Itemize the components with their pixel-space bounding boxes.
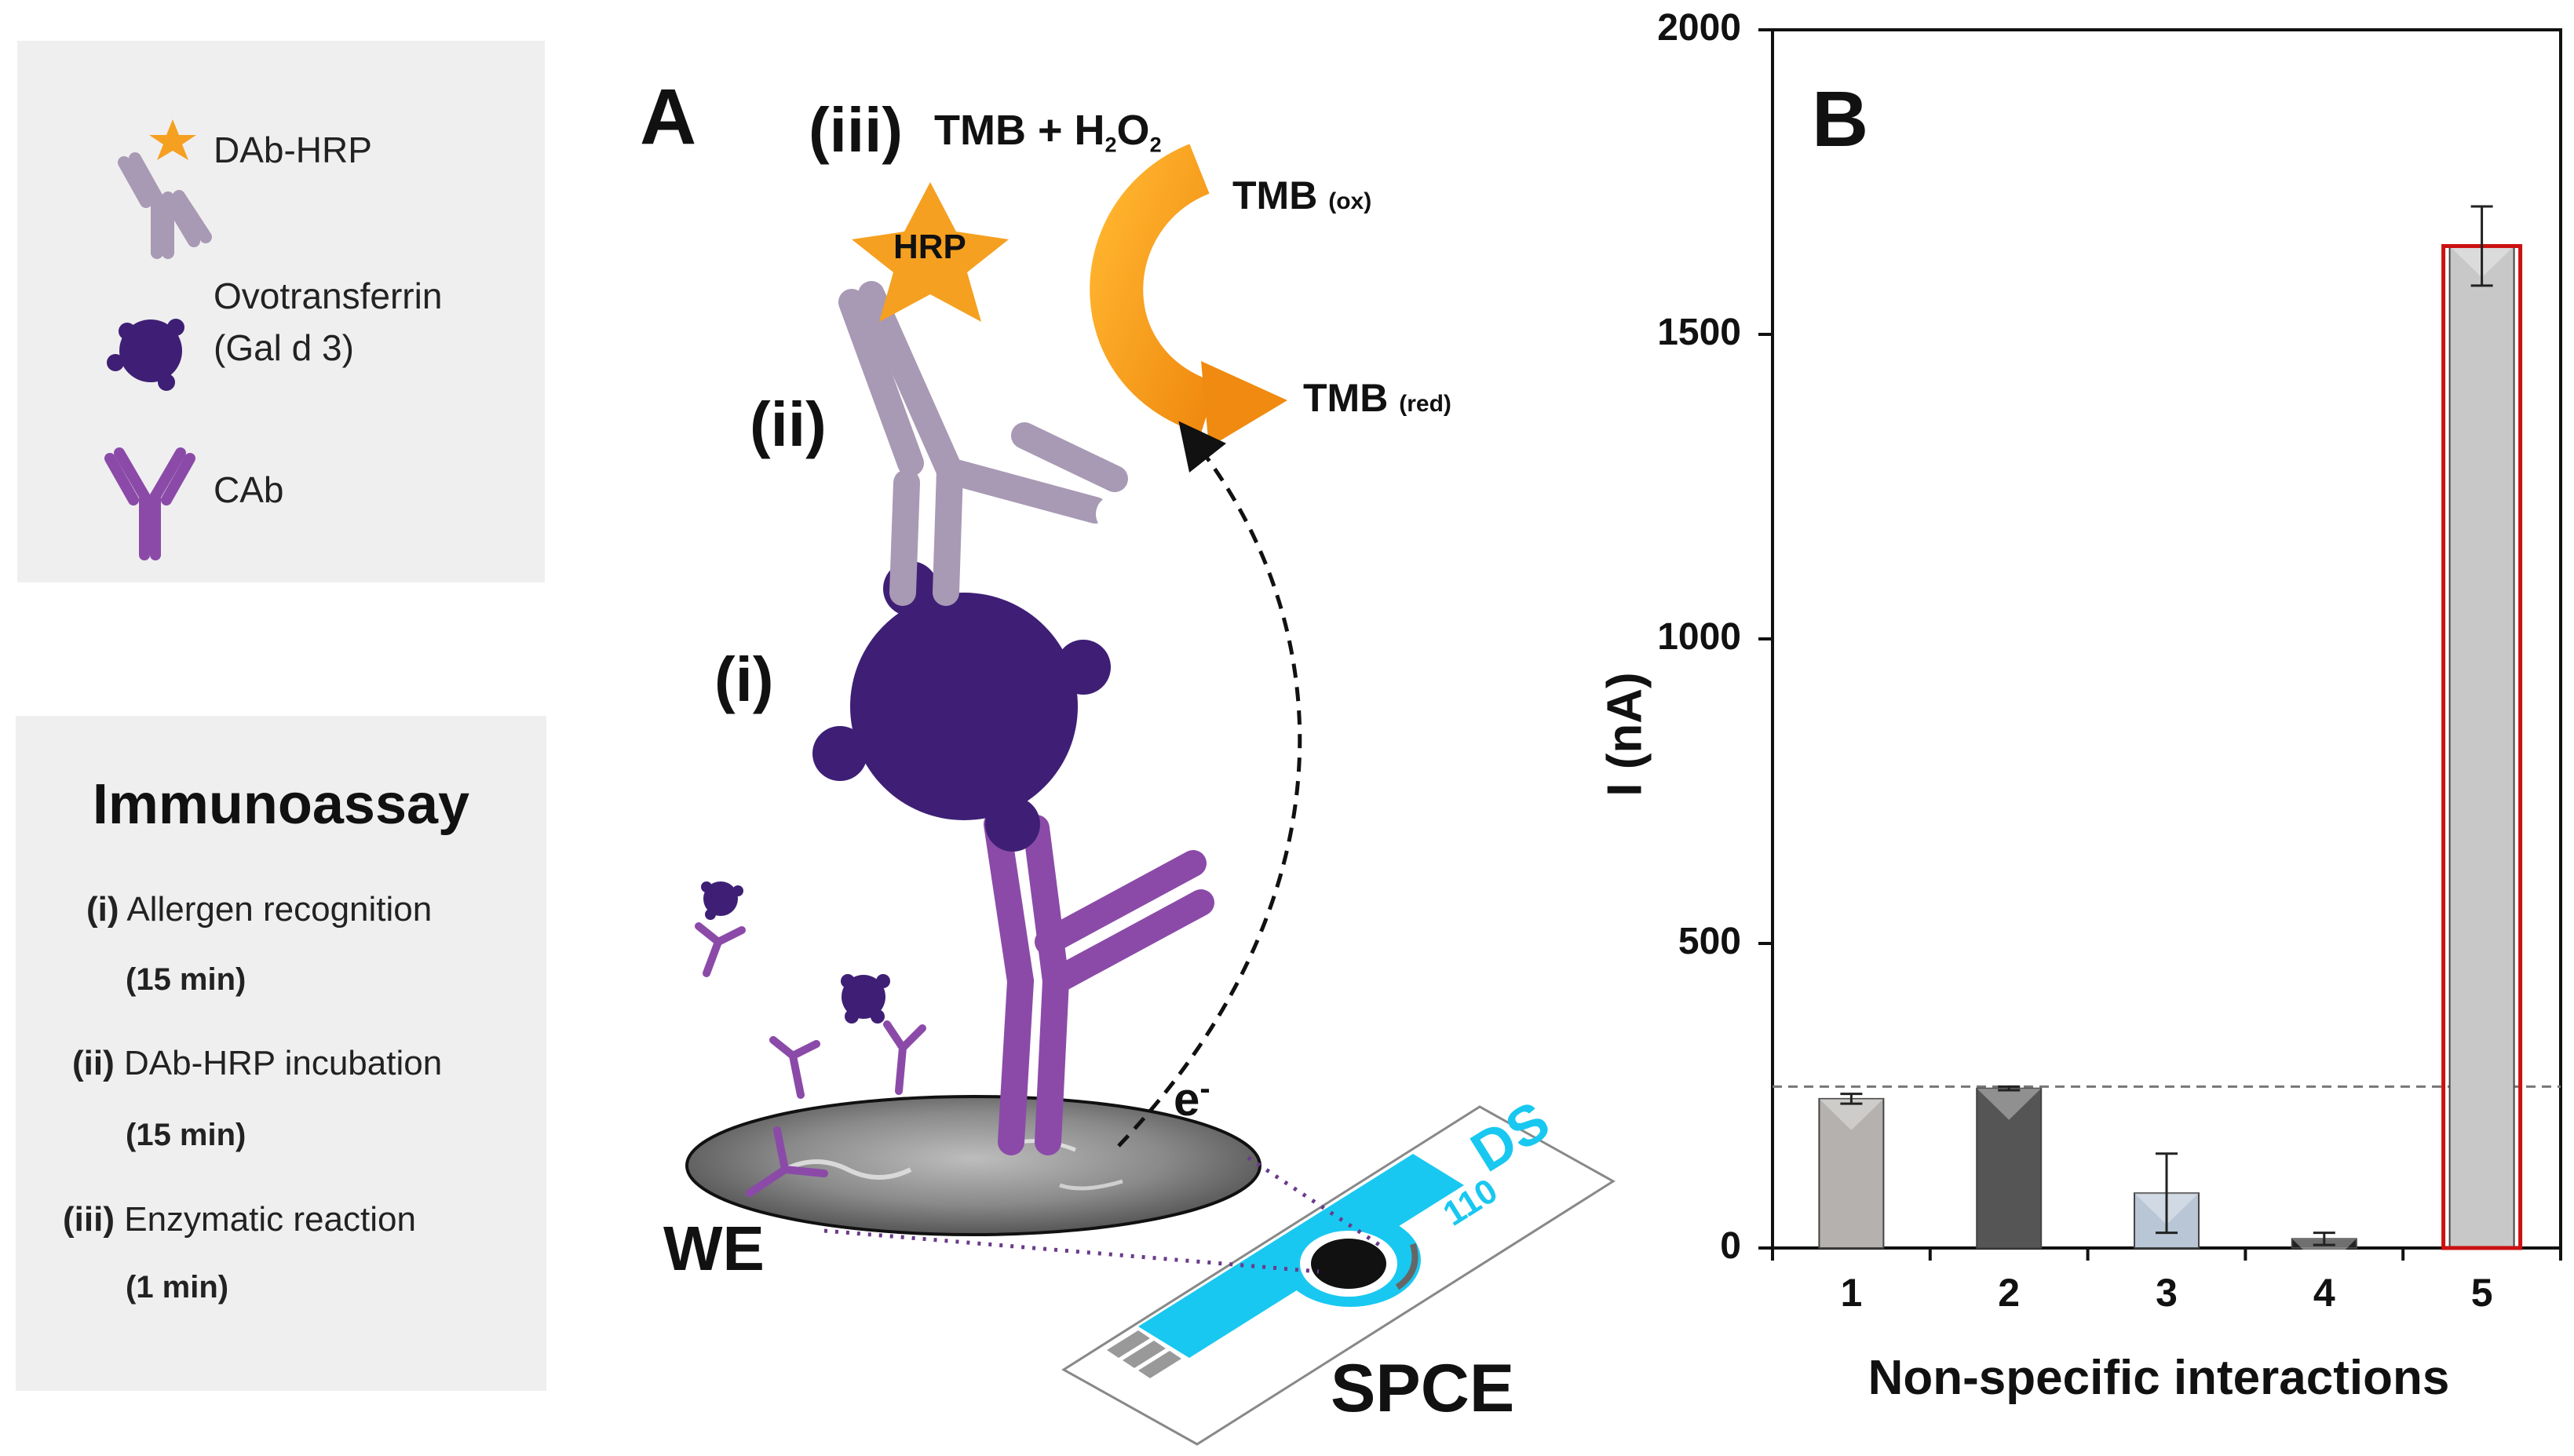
step-1: (i) Allergen recognition <box>86 890 432 929</box>
capture-antibody-icon <box>104 447 195 560</box>
tmb-ox-sub: (ox) <box>1328 188 1372 214</box>
step-3: (iii) Enzymatic reaction <box>63 1200 416 1239</box>
tmb-red-label: TMB (red) <box>1303 375 1451 421</box>
x-tick-label: 1 <box>1840 1271 1863 1315</box>
legend-label-gal-d3: (Gal d 3) <box>214 327 354 368</box>
capture-antibody-tip <box>1206 860 1243 898</box>
reaction-sub1: 2 <box>1104 133 1117 157</box>
electron-label: e- <box>1174 1071 1210 1126</box>
y-tick-label: 2000 <box>1657 7 1741 49</box>
ovotransferrin-icon <box>107 319 184 391</box>
immunoassay-title: Immunoassay <box>92 773 470 836</box>
y-axis-label: I (nA) <box>1597 672 1652 797</box>
surface-allergens <box>701 881 890 1024</box>
step-3-duration: (1 min) <box>126 1270 229 1305</box>
spce-label: SPCE <box>1331 1351 1515 1426</box>
hrp-label: HRP <box>893 228 966 266</box>
step-2: (ii) DAb-HRP incubation <box>72 1044 442 1083</box>
reaction-lead: TMB + H <box>934 107 1105 154</box>
reaction-label: TMB + H2O2 <box>934 106 1162 157</box>
step-3-number: (iii) <box>63 1200 115 1239</box>
bar <box>1976 1087 2043 1249</box>
legend-label-dab-hrp: DAb-HRP <box>214 130 372 170</box>
step-2-number: (ii) <box>72 1044 115 1082</box>
reaction-sub2: 2 <box>1149 133 1162 157</box>
y-tick-label: 1500 <box>1657 312 1741 353</box>
x-tick-label: 3 <box>2156 1271 2178 1315</box>
detection-antibody-tip <box>1096 495 1134 533</box>
tmb-ox-label: TMB (ox) <box>1232 173 1371 218</box>
immunoassay-panel: Immunoassay (i) Allergen recognition (15… <box>16 716 546 1391</box>
capture-antibody-large <box>984 811 1214 1155</box>
bar-bevel <box>1819 1098 1884 1130</box>
legend-label-ovotransferrin: Ovotransferrin <box>214 276 443 316</box>
y-tick-label: 0 <box>1720 1225 1741 1267</box>
y-tick-label: 500 <box>1678 921 1741 962</box>
panel-b-letter: B <box>1812 75 1869 163</box>
spce-strip <box>1061 1105 1616 1446</box>
tmb-red-sub: (red) <box>1399 391 1451 417</box>
working-electrode-disc <box>685 1095 1261 1236</box>
x-tick-label: 2 <box>1998 1271 2021 1315</box>
x-axis-label: Non-specific interactions <box>1868 1351 2450 1405</box>
bar-bevel <box>2291 1239 2357 1271</box>
tmb-ox-text: TMB <box>1232 173 1318 217</box>
x-tick-label: 4 <box>2313 1271 2335 1315</box>
step-3-text: Enzymatic reaction <box>124 1200 416 1239</box>
step-2-text: DAb-HRP incubation <box>124 1044 443 1082</box>
step-iii-label: (iii) <box>809 95 903 165</box>
reaction-o: O <box>1116 107 1150 154</box>
electron-sup: - <box>1199 1071 1210 1106</box>
step-i-label: (i) <box>714 644 774 714</box>
hrp-enzyme-star <box>852 182 1009 322</box>
detection-antibody-large <box>838 281 1128 606</box>
x-tick-label: 5 <box>2470 1271 2493 1315</box>
step-2-duration: (15 min) <box>126 1118 246 1152</box>
step-1-text: Allergen recognition <box>126 890 433 929</box>
tmb-red-text: TMB <box>1303 376 1389 420</box>
step-1-number: (i) <box>86 890 119 929</box>
we-label: WE <box>663 1213 765 1283</box>
detection-antibody-hrp-icon <box>118 119 212 259</box>
panel-a-letter: A <box>640 73 697 161</box>
step-1-duration: (15 min) <box>126 962 246 997</box>
legend-panel: DAb-HRP Ovotransferrin (Gal d 3) CAb <box>17 41 545 582</box>
we-connector-line <box>1247 1155 1383 1249</box>
bar-bevel <box>1977 1088 2042 1120</box>
legend-label-cab: CAb <box>214 469 284 510</box>
surface-capture-antibodies <box>695 922 926 1197</box>
bar <box>2448 245 2515 1250</box>
y-tick-label: 1000 <box>1657 616 1741 658</box>
electron-text: e <box>1174 1073 1200 1126</box>
step-ii-label: (ii) <box>750 389 827 459</box>
